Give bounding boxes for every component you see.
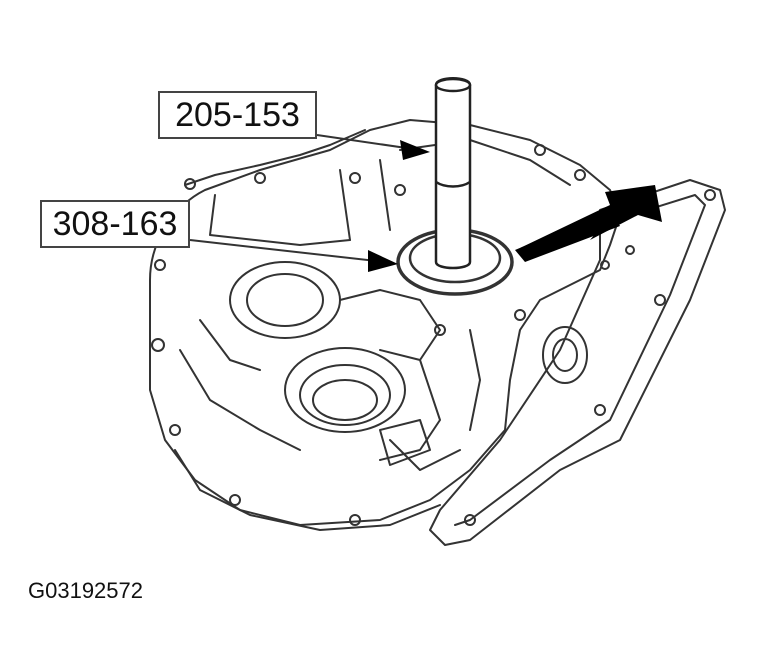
bore-center-inner [312, 379, 378, 421]
figure-id: G03192572 [28, 578, 143, 603]
installer-shaft [434, 77, 472, 270]
leader-line-308-163 [189, 239, 386, 263]
upper-flange [184, 129, 366, 246]
bore-center-outer [284, 347, 406, 433]
bore-side-inner [552, 338, 578, 372]
callout-label-308-163: 308-163 [40, 200, 190, 248]
pocket [379, 419, 431, 466]
callout-text-205-153: 205-153 [175, 96, 300, 134]
side-plate [429, 179, 726, 546]
lower-flange [174, 449, 441, 531]
housing-outline [149, 119, 621, 526]
leader-arrowhead-205-153 [400, 140, 430, 160]
direction-arrow [520, 185, 662, 248]
callout-text-308-163: 308-163 [52, 205, 178, 243]
internal-ribs [179, 289, 481, 471]
direction-arrow-shaft [515, 210, 620, 262]
leader-arrowhead-308-163 [368, 250, 398, 272]
side-plate-inner [454, 194, 706, 526]
bore-center-mid [299, 364, 391, 426]
bore-left-inner [246, 273, 324, 327]
bore-side [542, 326, 588, 384]
callout-label-205-153: 205-153 [158, 91, 317, 139]
mounting-holes [151, 144, 716, 526]
